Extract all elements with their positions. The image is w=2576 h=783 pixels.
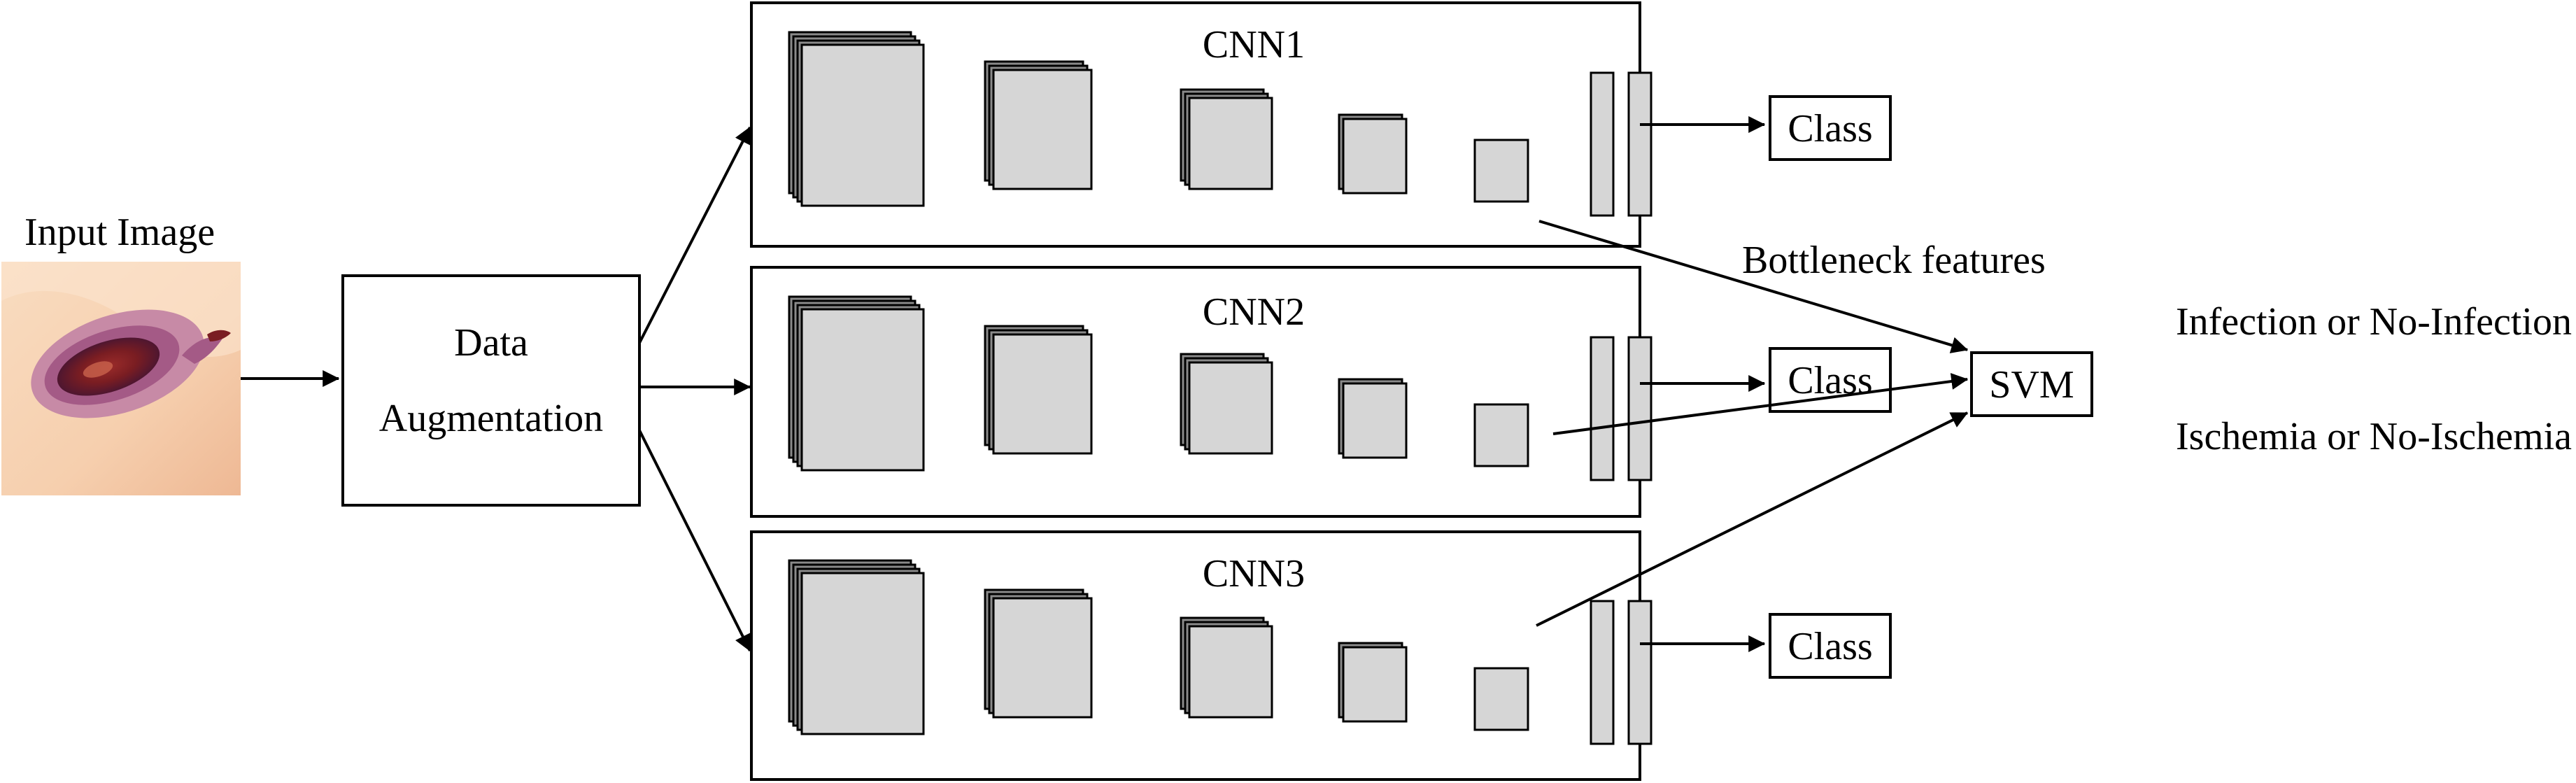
cnn1-layer-stack [788,31,1653,217]
cnn2-feature-map-5-layer-1 [1473,403,1529,467]
cnn1-dense-layer-2 [1627,71,1653,217]
cnn3-class-label: Class [1788,625,1872,668]
cnn2-network: CNN2 Class [750,266,1892,518]
svm-label: SVM [1989,363,2074,407]
input-image-label: Input Image [24,211,215,254]
cnn2-dense-layer-1 [1590,336,1615,481]
wound-input-image [1,262,241,495]
output-infection-label: Infection or No-Infection [2176,300,2572,344]
augmentation-label-line1: Data [454,321,528,365]
cnn3-layer-stack [788,559,1653,745]
data-augmentation-box [341,274,641,507]
cnn2-class-box [1769,347,1892,413]
cnn3-dense-layer-2 [1627,600,1653,745]
cnn2-layer-stack [788,295,1653,481]
cnn1-class-box [1769,95,1892,161]
arrow-bottleneck-cnn2-to-svm [1552,373,1969,435]
cnn3-feature-map-5-layer-1 [1473,667,1529,731]
cnn2-feature-map-1-layer-4 [800,308,925,472]
cnn1-feature-map-4-layer-2 [1342,118,1408,195]
cnn2-feature-map-2-layer-3 [992,333,1093,455]
cnn3-class-box [1769,613,1892,679]
cnn1-network: CNN1 Class [750,1,1892,248]
cnn3-title: CNN3 [1203,552,1305,595]
cnn3-feature-map-3-layer-3 [1188,625,1273,719]
svm-box [1970,351,2093,417]
cnn3-network: CNN3 Class [750,530,1892,781]
output-ischemia-label: Ischemia or No-Ischemia [2176,415,2572,458]
cnn2-title: CNN2 [1203,290,1305,334]
cnn1-title: CNN1 [1203,23,1305,66]
cnn1-feature-map-1-layer-4 [800,43,925,207]
bottleneck-features-label: Bottleneck features [1742,239,2046,282]
cnn1-dense-layer-1 [1590,71,1615,217]
cnn2-dense-layer-2 [1627,336,1653,481]
arrow-augmentation-to-cnn3 [638,430,751,652]
arrow-augmentation-to-cnn1 [638,126,751,344]
cnn3-feature-map-2-layer-3 [992,597,1093,719]
cnn1-feature-map-5-layer-1 [1473,139,1529,203]
cnn2-class-label: Class [1788,359,1872,402]
cnn1-feature-map-3-layer-3 [1188,97,1273,190]
augmentation-label-line2: Augmentation [379,397,603,440]
arrow-bottleneck-cnn1-to-svm [1538,220,1969,353]
cnn2-feature-map-3-layer-3 [1188,361,1273,455]
cnn1-class-label: Class [1788,107,1872,150]
cnn1-feature-map-2-layer-3 [992,69,1093,190]
cnn3-feature-map-4-layer-2 [1342,646,1408,723]
cnn3-dense-layer-1 [1590,600,1615,745]
cnn2-feature-map-4-layer-2 [1342,382,1408,459]
cnn3-feature-map-1-layer-4 [800,572,925,735]
arrow-bottleneck-cnn3-to-svm [1536,411,1969,627]
